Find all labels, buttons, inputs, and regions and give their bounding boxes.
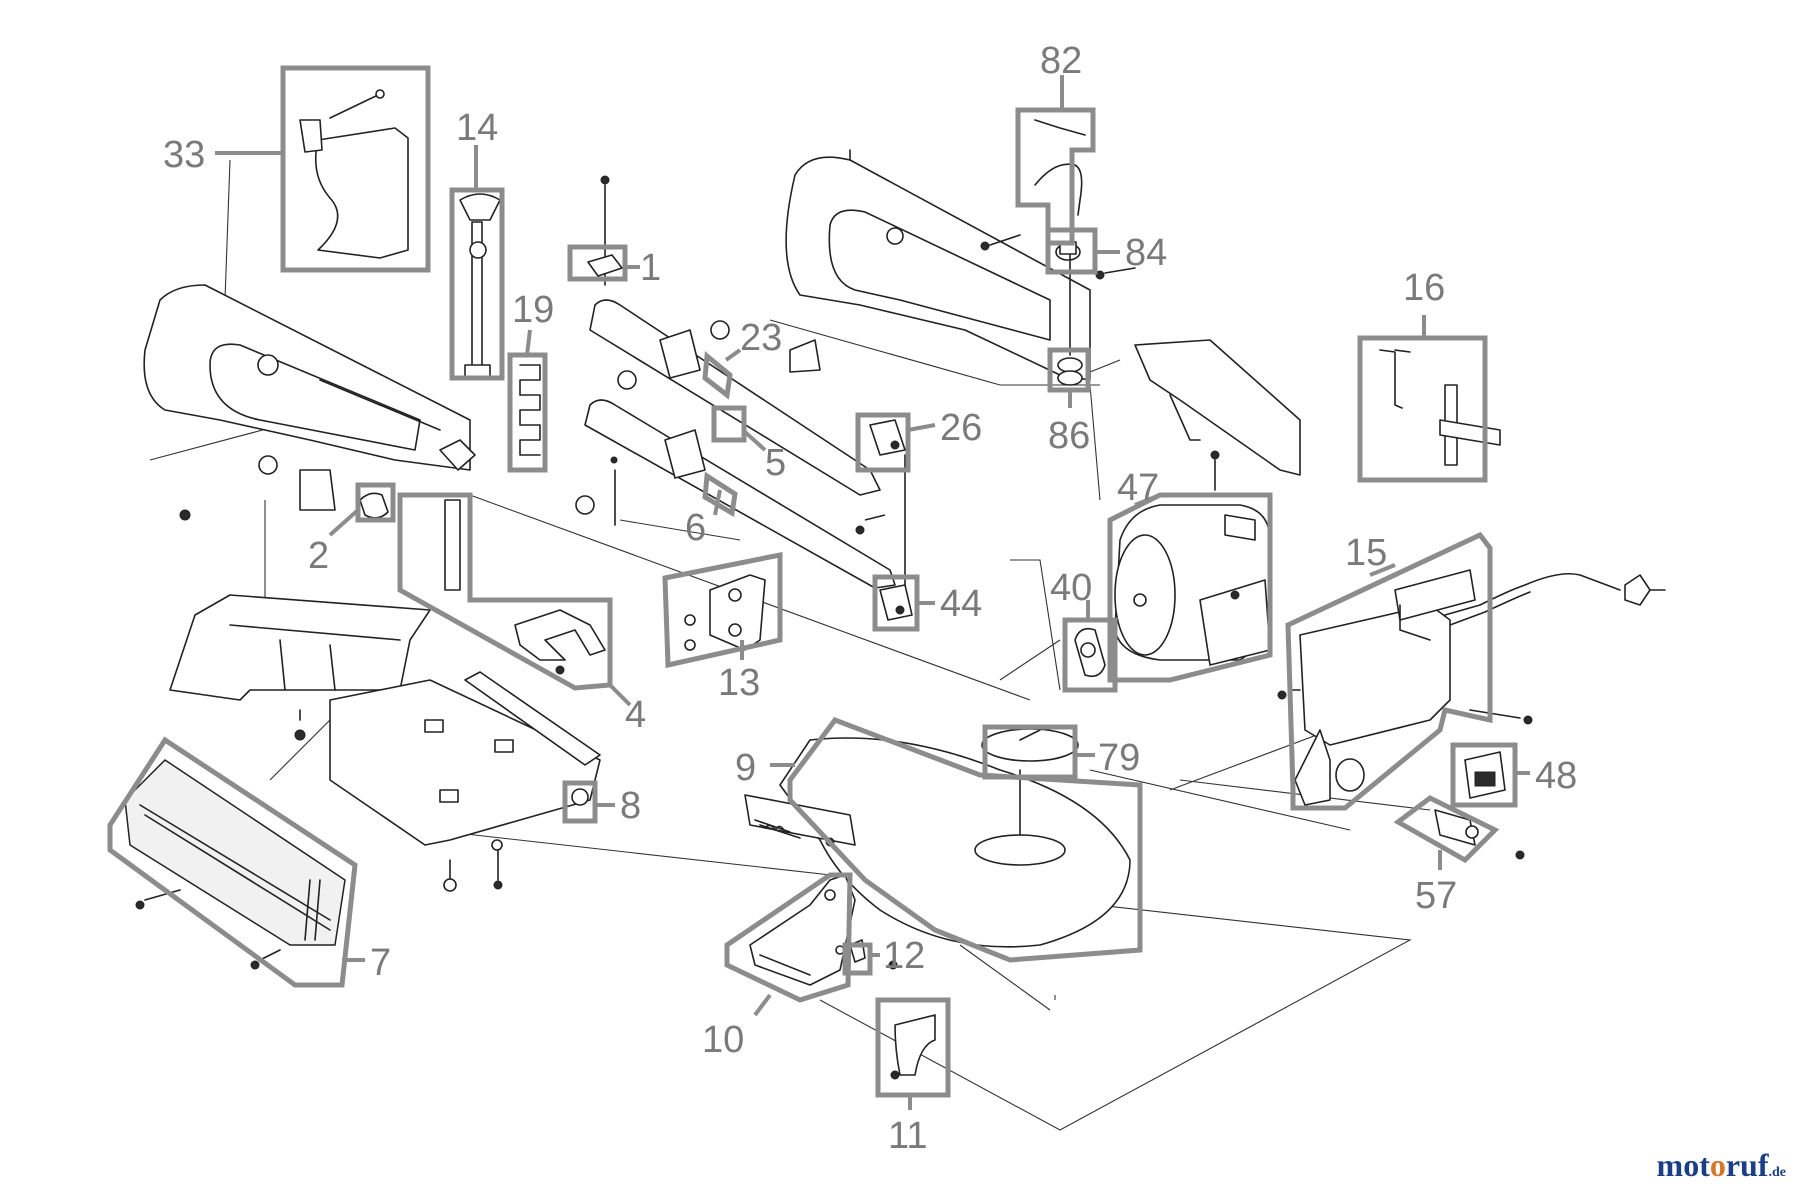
callout-7: 7 <box>370 942 391 984</box>
callout-numbers: 33 14 1 19 23 5 6 26 44 13 2 4 82 84 86 … <box>163 40 1577 1157</box>
callout-33: 33 <box>163 134 205 176</box>
part-9-table <box>744 737 1131 948</box>
base <box>169 594 601 892</box>
part-8-foot <box>571 788 589 806</box>
part-16-hex-keys <box>1379 349 1501 466</box>
callout-79: 79 <box>1098 737 1140 779</box>
callout-13: 13 <box>718 662 760 704</box>
callout-26: 26 <box>940 407 982 449</box>
assembly-guide-lines <box>149 159 1431 1131</box>
callout-6: 6 <box>685 507 706 549</box>
callout-4: 4 <box>625 694 646 736</box>
part-14-tension-rod <box>459 193 501 378</box>
main-housing-right <box>785 149 1136 381</box>
part-86-bushing <box>1057 254 1083 386</box>
callout-47: 47 <box>1117 467 1159 509</box>
part-47-motor <box>1114 450 1271 666</box>
callout-23: 23 <box>740 317 782 359</box>
part-79-table-insert <box>981 728 1079 762</box>
callout-86: 86 <box>1048 415 1090 457</box>
part-19-spring <box>519 364 541 456</box>
callout-12: 12 <box>883 935 925 977</box>
part-10-trunnion <box>749 874 898 986</box>
part-2-knob <box>359 492 389 519</box>
part-57-cable-clamp <box>1434 809 1525 860</box>
motoruf-watermark-logo: motoruf.de <box>1656 1147 1786 1183</box>
part-4-bracket <box>444 499 606 675</box>
part-7-guard <box>124 759 346 970</box>
part-26-blade-clamp <box>869 419 906 456</box>
part-48-switch <box>1464 751 1506 799</box>
part-11-bevel-bracket <box>890 1014 936 1080</box>
callout-1: 1 <box>640 247 661 289</box>
callout-19: 19 <box>512 289 554 331</box>
callout-82: 82 <box>1040 40 1082 82</box>
callout-48: 48 <box>1535 755 1577 797</box>
callout-11: 11 <box>888 1115 927 1157</box>
main-housing-left <box>143 284 476 521</box>
callout-84: 84 <box>1125 232 1167 274</box>
part-44-blade-clamp <box>879 454 913 621</box>
part-82-hook <box>1034 119 1086 216</box>
blade-guard-plate <box>1134 339 1301 476</box>
part-13-arm-bracket <box>684 574 766 651</box>
callout-9: 9 <box>735 747 756 789</box>
part-33-side-cover <box>299 89 409 259</box>
part-15-switch-housing <box>1277 569 1666 806</box>
callout-15: 15 <box>1345 532 1387 574</box>
callout-40: 40 <box>1050 567 1092 609</box>
callout-2: 2 <box>308 535 329 577</box>
arms <box>575 175 896 589</box>
leader-lines <box>215 75 1530 1110</box>
callout-8: 8 <box>620 785 641 827</box>
callout-10: 10 <box>702 1019 744 1061</box>
callout-14: 14 <box>456 107 498 149</box>
part-40-eccentric <box>1074 627 1106 678</box>
callout-44: 44 <box>940 583 982 625</box>
part-1-clamp <box>587 254 623 277</box>
callout-16: 16 <box>1403 267 1445 309</box>
callout-57: 57 <box>1415 875 1457 917</box>
callout-5: 5 <box>765 442 786 484</box>
